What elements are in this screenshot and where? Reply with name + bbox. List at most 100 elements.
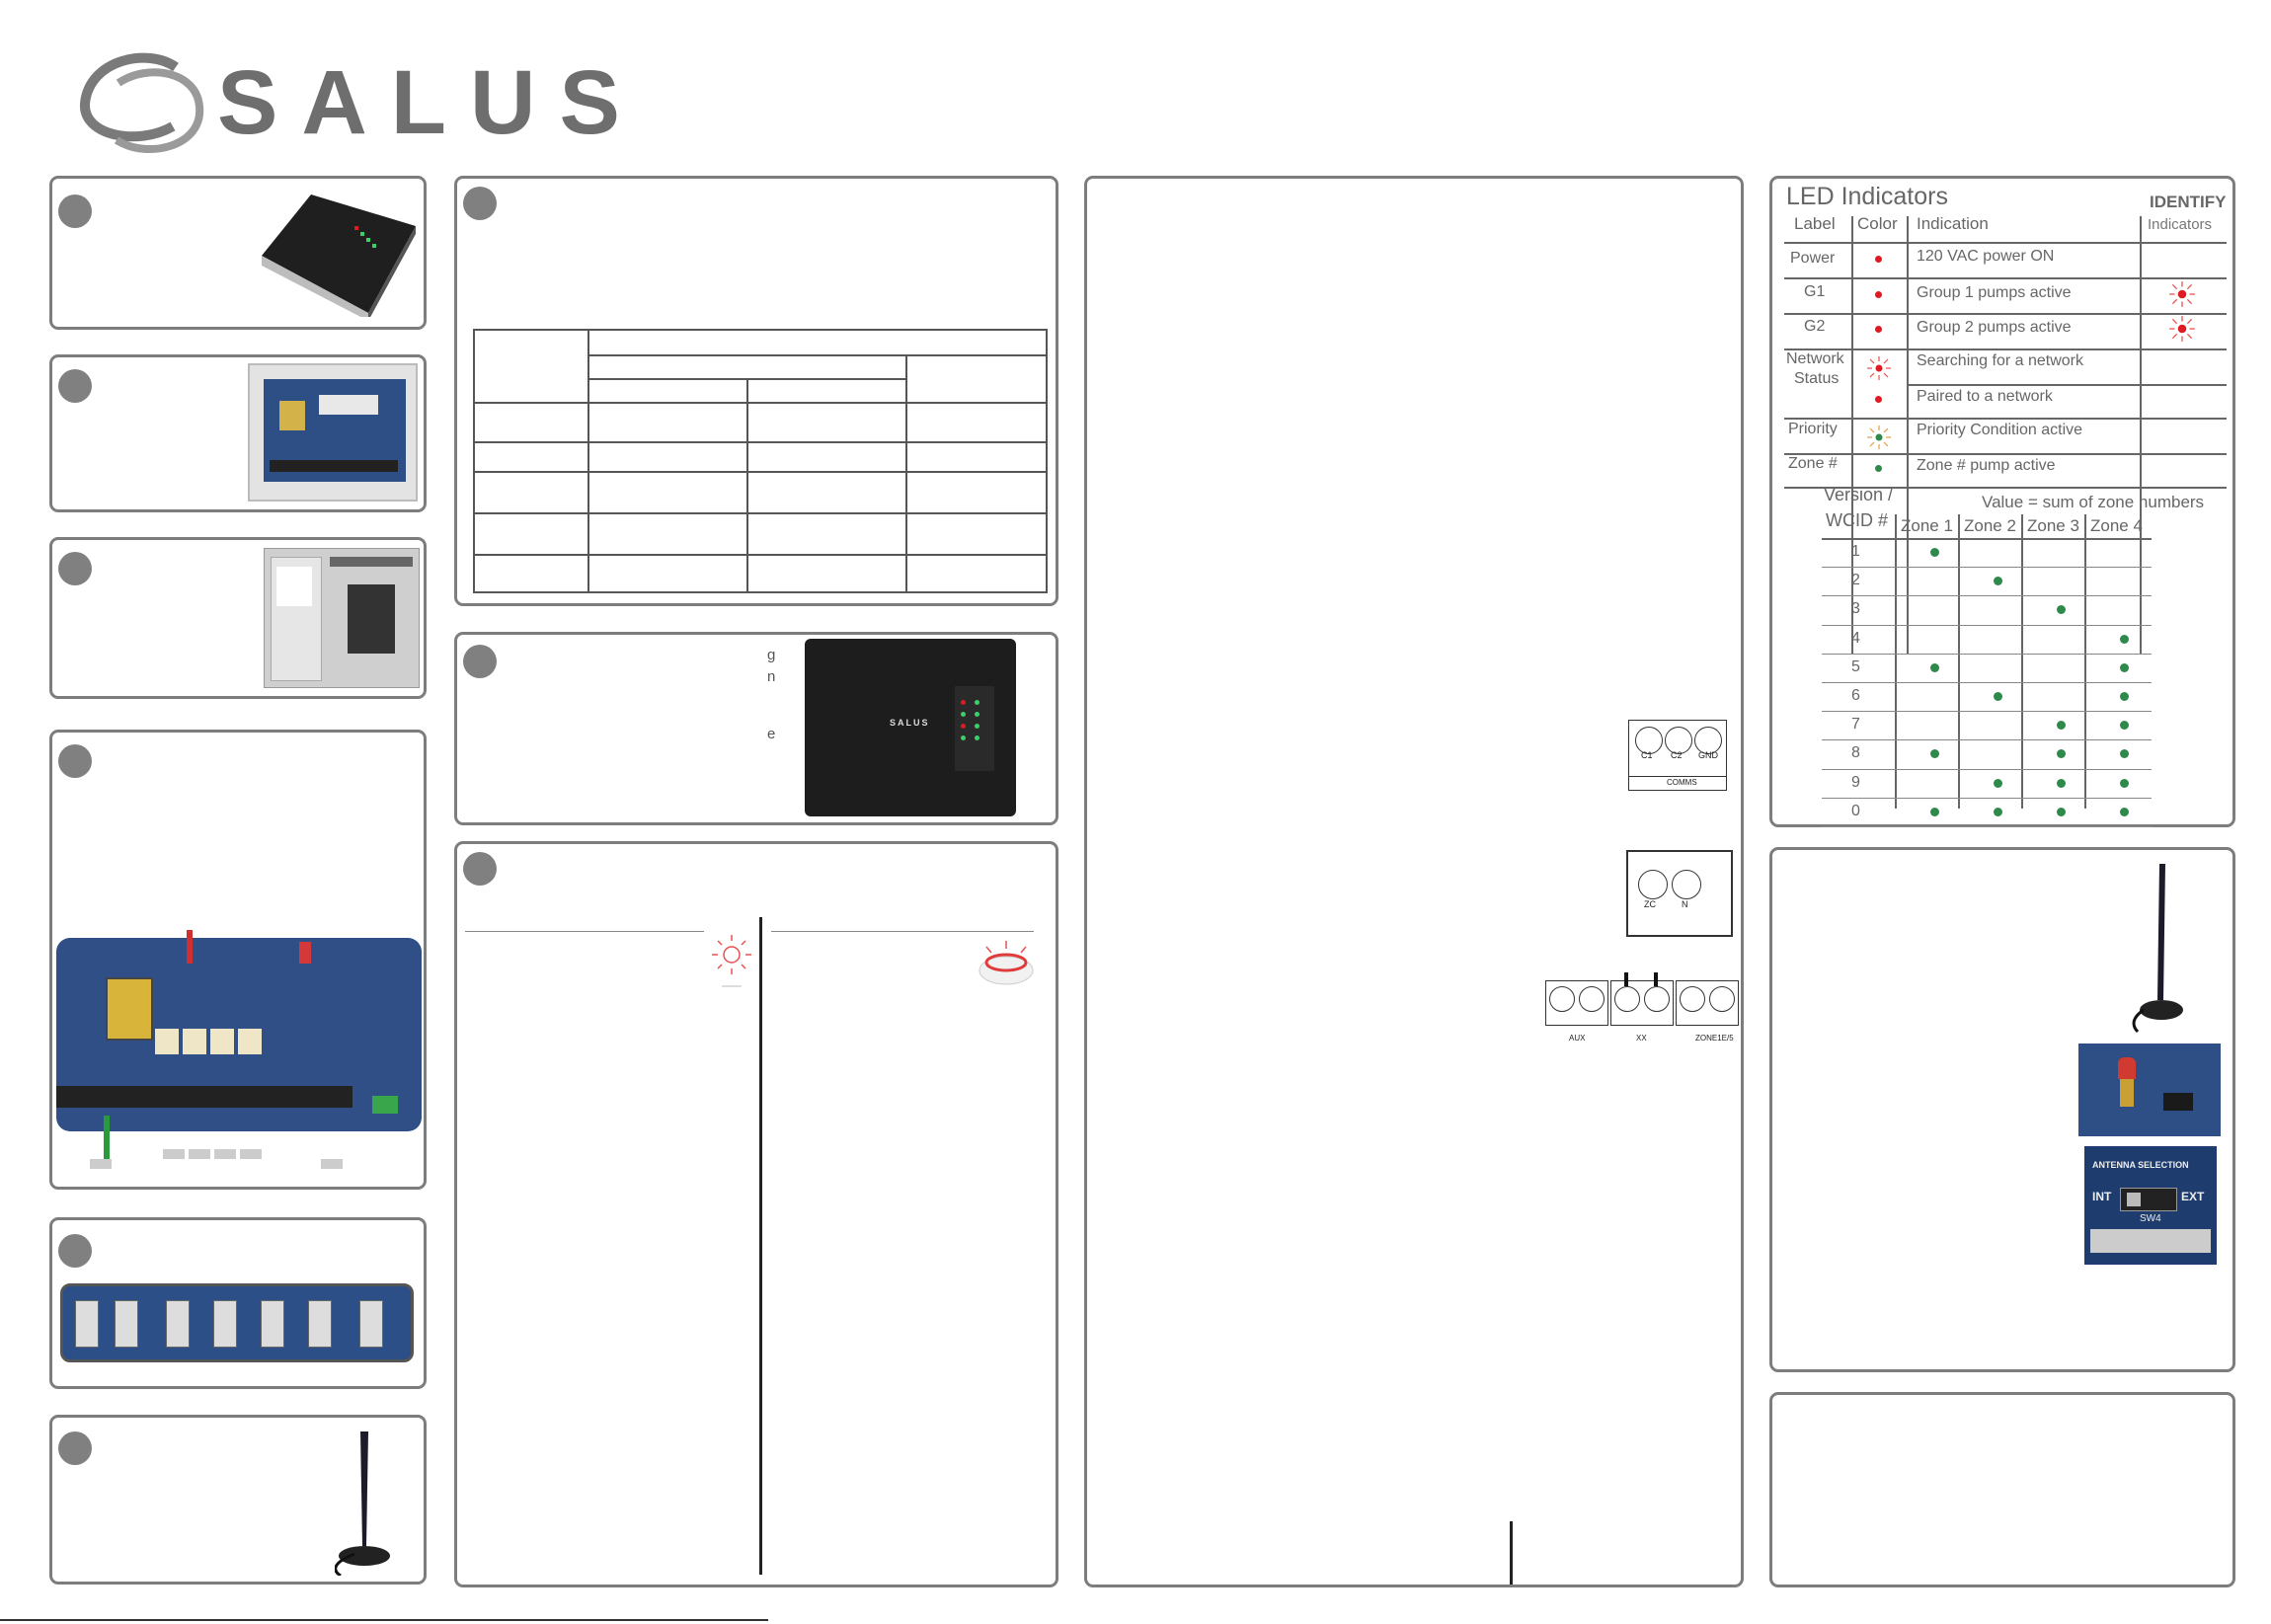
zone-header: Zone 3 bbox=[2027, 516, 2079, 535]
zone-led-icon bbox=[2057, 807, 2066, 816]
step-marker bbox=[58, 194, 92, 228]
text-fragment: e bbox=[767, 726, 776, 742]
led-row-label: Power bbox=[1790, 250, 1836, 267]
led-row-indication: 120 VAC power ON bbox=[1917, 248, 2055, 265]
red-led-icon bbox=[1875, 396, 1882, 403]
wire-tag bbox=[321, 1159, 343, 1169]
zone-led-icon bbox=[1930, 749, 1939, 759]
header-color: Color bbox=[1857, 214, 1898, 233]
step-marker bbox=[463, 187, 497, 220]
wcid-row-id: 9 bbox=[1851, 773, 1860, 791]
zone-led-icon bbox=[2057, 749, 2066, 759]
wire-tag bbox=[214, 1149, 236, 1159]
controller-photo bbox=[252, 187, 418, 321]
wcid-head2: WCID # bbox=[1826, 510, 1888, 530]
antenna-icon bbox=[335, 1431, 390, 1576]
terminal-label: ZC bbox=[1644, 899, 1656, 909]
led-row-label: Zone # bbox=[1788, 455, 1838, 472]
zone-header: Zone 2 bbox=[1964, 516, 2016, 535]
step-marker bbox=[58, 1431, 92, 1465]
switch-int-label: INT bbox=[2092, 1190, 2112, 1203]
wcid-row-line bbox=[1822, 739, 2152, 741]
wcid-row-line bbox=[1822, 797, 2152, 799]
wire-tag bbox=[90, 1159, 112, 1169]
zone-led-icon bbox=[1994, 807, 2002, 816]
divider bbox=[771, 931, 1034, 932]
wire-tag bbox=[163, 1149, 185, 1159]
panel-5 bbox=[49, 1217, 427, 1389]
text-fragment: n bbox=[767, 668, 776, 685]
led-row-indication: Searching for a network bbox=[1917, 352, 2083, 369]
step-marker bbox=[58, 369, 92, 403]
green-led-icon bbox=[1875, 465, 1882, 472]
fuse-strip-photo bbox=[60, 1283, 414, 1362]
breaker-panel-photo bbox=[264, 548, 420, 688]
wcid-row-line bbox=[1822, 567, 2152, 569]
zone-led-icon bbox=[2120, 721, 2129, 731]
comms-terminal: C1 C2 GND COMMS bbox=[1628, 720, 1727, 791]
flashing-green-led-icon bbox=[1867, 425, 1891, 449]
wcid-row-line bbox=[1822, 682, 2152, 683]
step-marker bbox=[463, 645, 497, 678]
salus-logo: SALUS bbox=[79, 49, 652, 158]
terminal-label: ZONE1E/5 bbox=[1695, 1034, 1734, 1043]
red-led-icon bbox=[1875, 326, 1882, 333]
panel-12 bbox=[1769, 1392, 2235, 1587]
led-row-label: G2 bbox=[1804, 318, 1826, 335]
flashing-led-icon bbox=[712, 935, 751, 987]
circuit-board-photo bbox=[56, 938, 422, 1131]
zone-led-icon bbox=[2057, 605, 2066, 615]
footer-rule bbox=[0, 1619, 768, 1621]
switch-title: ANTENNA SELECTION bbox=[2092, 1160, 2189, 1170]
wcid-row-line bbox=[1822, 624, 2152, 626]
wire-tag bbox=[240, 1149, 262, 1159]
zone-led-icon bbox=[2120, 662, 2129, 672]
wcid-row-id: 1 bbox=[1851, 543, 1860, 560]
panel-10: C1 C2 GND COMMS ZC N AUX XX ZONE1E/5 bbox=[1084, 176, 1744, 1587]
wcid-row-line bbox=[1822, 595, 2152, 597]
text-fragment: g bbox=[767, 647, 776, 663]
zone-led-icon bbox=[1930, 807, 1939, 816]
panel-4 bbox=[49, 730, 427, 1190]
zone-led-icon bbox=[2120, 807, 2129, 816]
step-marker bbox=[58, 552, 92, 585]
panel-7 bbox=[454, 176, 1058, 606]
divider bbox=[465, 931, 704, 932]
identify-flash-icon bbox=[2169, 281, 2195, 307]
zone-led-icon bbox=[1930, 548, 1939, 557]
led-row-indication: Priority Condition active bbox=[1917, 422, 2083, 438]
led-row-indication: Paired to a network bbox=[1917, 388, 2053, 405]
wcid-row-id: 5 bbox=[1851, 657, 1860, 675]
panel-9 bbox=[454, 841, 1058, 1587]
terminal-label: N bbox=[1682, 899, 1688, 909]
zone-led-icon bbox=[2120, 749, 2129, 759]
wire-red-icon bbox=[187, 930, 193, 964]
status-button-icon bbox=[979, 941, 1034, 985]
red-led-icon bbox=[1875, 256, 1882, 263]
wcid-row-id: 4 bbox=[1851, 629, 1860, 647]
panel-6 bbox=[49, 1415, 427, 1585]
wire-green-icon bbox=[104, 1116, 110, 1163]
identify-title: IDENTIFY bbox=[2150, 193, 2227, 211]
column-divider bbox=[759, 917, 762, 1575]
antenna-connector-photo bbox=[2078, 1044, 2221, 1136]
led-row-indication: Group 2 pumps active bbox=[1917, 319, 2072, 336]
step-marker bbox=[463, 852, 497, 886]
wcid-row-line bbox=[1822, 653, 2152, 655]
antenna-toggle[interactable] bbox=[2120, 1188, 2177, 1211]
led-row-indication: Group 1 pumps active bbox=[1917, 284, 2072, 301]
terminal-label: C2 bbox=[1671, 750, 1683, 760]
wiring-table bbox=[473, 329, 1048, 593]
zone-led-icon bbox=[2120, 778, 2129, 788]
antenna-switch-photo: ANTENNA SELECTION INT EXT SW4 bbox=[2084, 1146, 2217, 1265]
wcid-head1: Version / bbox=[1824, 485, 1894, 504]
step-marker bbox=[58, 744, 92, 778]
zone-led-icon bbox=[1930, 662, 1939, 672]
zone-led-icon bbox=[2120, 634, 2129, 644]
switch-ext-label: EXT bbox=[2181, 1190, 2205, 1203]
antenna-icon bbox=[2132, 864, 2183, 1034]
zone-led-icon bbox=[2120, 692, 2129, 701]
device-logo: SALUS bbox=[890, 718, 930, 728]
wcid-row-line bbox=[1822, 711, 2152, 713]
open-controller-photo bbox=[248, 363, 418, 502]
